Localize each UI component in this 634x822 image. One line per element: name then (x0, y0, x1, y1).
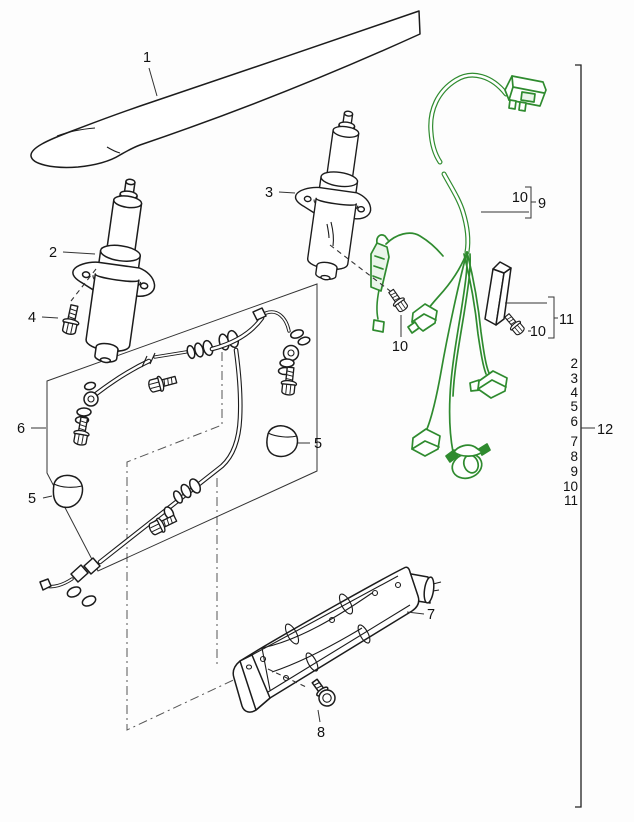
callout-5-left: 5 (28, 491, 36, 507)
reference-bracket-line (575, 64, 582, 808)
ref-item: 8 (570, 449, 578, 464)
callout-8: 8 (317, 725, 325, 741)
hydraulic-drive-left (60, 172, 170, 369)
callout-2: 2 (49, 245, 57, 261)
bracket-screw (311, 678, 336, 707)
support-bracket (232, 566, 442, 713)
ref-item: 6 (570, 414, 578, 429)
ref-item: 9 (570, 464, 578, 479)
assembly-reference-lines (126, 352, 243, 731)
reference-number-column: 2 3 4 5 6 7 8 9 10 11 (563, 356, 579, 508)
callout-11: 11 (559, 312, 574, 328)
callout-4: 4 (28, 310, 36, 326)
sensor-screw (385, 286, 411, 315)
callouts: 1 2 3 4 5 5 6 7 8 10 10 9 10 11 12 (17, 50, 613, 741)
callout-9: 9 (538, 196, 546, 212)
rubber-cap-right (266, 425, 299, 458)
callout-12: 12 (597, 422, 613, 438)
callout-5-right: 5 (314, 436, 322, 452)
drive-to-screw-dash (70, 268, 97, 302)
callout-1: 1 (143, 50, 151, 66)
callout-10-pad: 10 (530, 324, 546, 340)
callout-3: 3 (265, 185, 273, 201)
pad-screw (501, 310, 527, 338)
ref-item: 7 (570, 434, 578, 449)
hydraulic-lines-group-box (46, 283, 318, 572)
wiring-harness (370, 72, 547, 480)
ref-item: 5 (570, 399, 578, 414)
ref-item: 4 (570, 385, 578, 400)
ref-item: 3 (570, 371, 578, 386)
ref-item: 11 (564, 493, 578, 508)
spoiler-wing (30, 10, 421, 169)
hydraulic-drive-right (283, 104, 385, 286)
ref-item: 2 (570, 356, 578, 371)
hydraulic-line-upper (71, 307, 311, 447)
ref-item: 10 (563, 479, 578, 494)
callout-10-sensor: 10 (392, 339, 408, 355)
bracket-to-screw-dash (267, 668, 307, 688)
callout-6: 6 (17, 421, 25, 437)
rubber-cap-left (52, 474, 84, 509)
drive-screw (59, 303, 83, 337)
callout-10-harness: 10 (512, 190, 528, 206)
pad-part (484, 261, 512, 326)
hydraulic-line-lower (39, 347, 243, 607)
callout-7: 7 (427, 607, 435, 623)
